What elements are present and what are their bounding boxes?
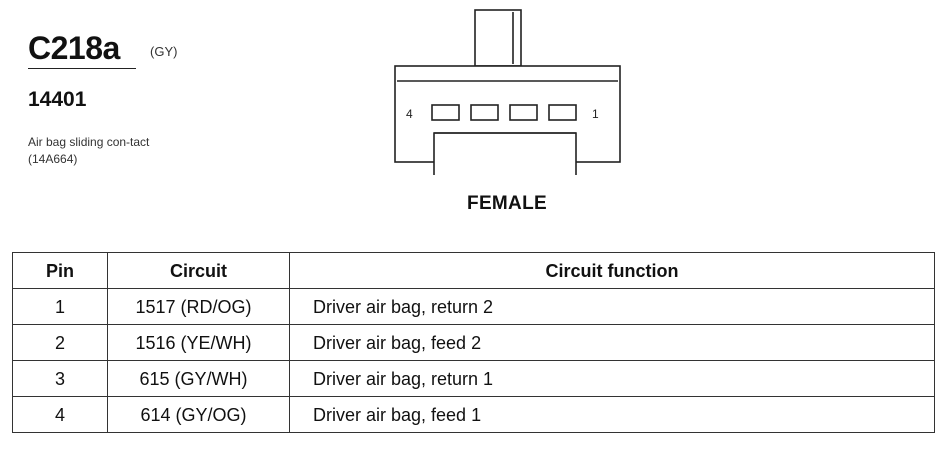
pin-cavity-3 — [470, 104, 499, 121]
circuit-cell: 1517 (RD/OG) — [107, 288, 290, 325]
pin-cell: 3 — [12, 360, 108, 397]
table-row: 1 1517 (RD/OG) Driver air bag, return 2 — [12, 288, 935, 325]
pin-cavity-2 — [509, 104, 538, 121]
pin-table: Pin Circuit Circuit function 1 1517 (RD/… — [12, 252, 935, 433]
circuit-cell: 614 (GY/OG) — [107, 396, 290, 433]
circuit-function-cell: Driver air bag, return 1 — [289, 360, 935, 397]
pin-cell: 4 — [12, 396, 108, 433]
connector-id: C218a — [28, 30, 136, 69]
circuit-function-cell: Driver air bag, feed 1 — [289, 396, 935, 433]
header-pin: Pin — [12, 252, 108, 289]
pin-label-left: 4 — [406, 107, 413, 121]
header-circuit: Circuit — [107, 252, 290, 289]
connector-color: (GY) — [150, 44, 178, 59]
connector-key — [433, 132, 577, 175]
circuit-cell: 1516 (YE/WH) — [107, 324, 290, 361]
pin-cavity-4 — [431, 104, 460, 121]
table-row: 4 614 (GY/OG) Driver air bag, feed 1 — [12, 396, 935, 433]
table-header-row: Pin Circuit Circuit function — [12, 252, 935, 289]
circuit-function-cell: Driver air bag, feed 2 — [289, 324, 935, 361]
pin-cell: 2 — [12, 324, 108, 361]
table-row: 2 1516 (YE/WH) Driver air bag, feed 2 — [12, 324, 935, 361]
pin-label-right: 1 — [592, 107, 599, 121]
table-row: 3 615 (GY/WH) Driver air bag, return 1 — [12, 360, 935, 397]
connector-gender-label: FEMALE — [467, 193, 547, 214]
pin-cell: 1 — [12, 288, 108, 325]
part-number: 14401 — [28, 88, 87, 111]
circuit-function-cell: Driver air bag, return 2 — [289, 288, 935, 325]
connector-description: Air bag sliding con-tact (14A664) — [28, 135, 150, 166]
locking-tab — [474, 9, 522, 67]
circuit-cell: 615 (GY/WH) — [107, 360, 290, 397]
connector-face-diagram: 4 1 — [394, 9, 621, 175]
header-circuit-function: Circuit function — [289, 252, 935, 289]
pin-cavity-1 — [548, 104, 577, 121]
